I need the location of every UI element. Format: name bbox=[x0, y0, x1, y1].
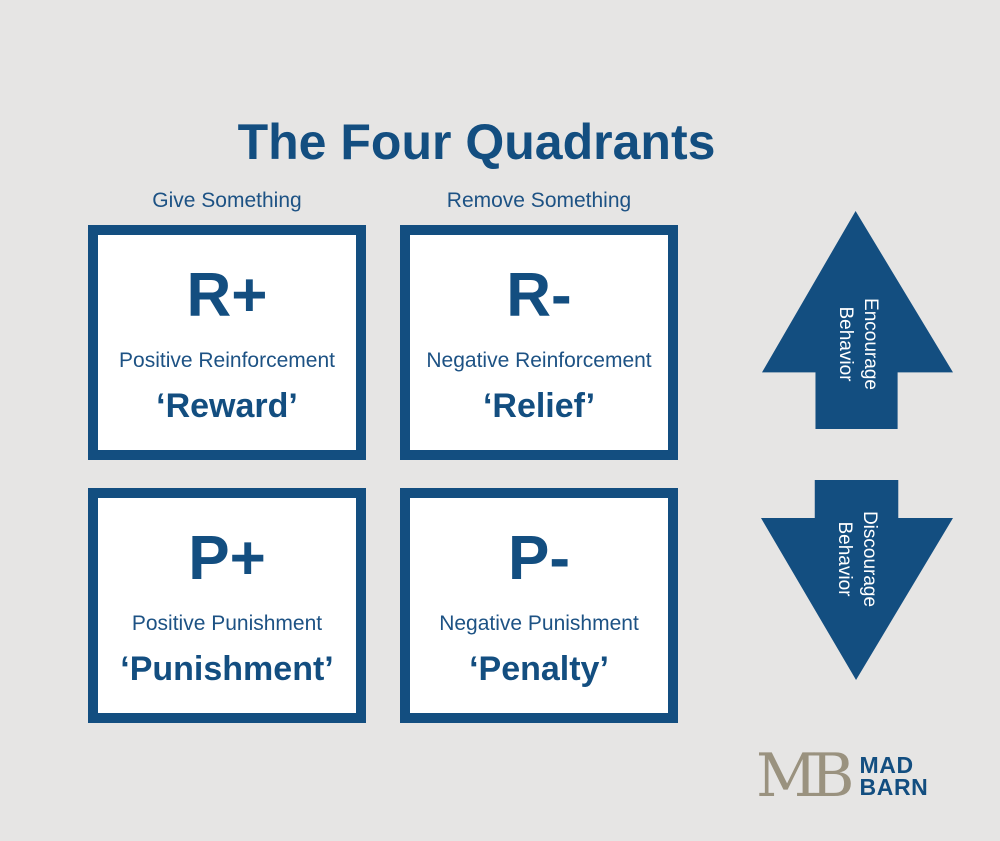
encourage-behavior-up-arrow-icon: Encourage Behavior bbox=[762, 211, 953, 429]
discourage-behavior-down-arrow-icon: Discourage Behavior bbox=[761, 480, 953, 680]
column-header-remove-something: Remove Something bbox=[446, 189, 632, 212]
quadrant-name: Negative Punishment bbox=[439, 612, 639, 635]
encourage-behavior-label: Encourage Behavior bbox=[833, 298, 883, 390]
discourage-behavior-label: Discourage Behavior bbox=[832, 511, 882, 607]
quadrant-symbol-r-minus: R- bbox=[506, 261, 572, 330]
quadrant-negative-reinforcement: R- Negative Reinforcement ‘Relief’ bbox=[400, 225, 678, 460]
quadrant-nickname: ‘Penalty’ bbox=[469, 650, 609, 688]
madbarn-wordmark-line1: MAD bbox=[859, 752, 914, 778]
madbarn-logo: MB MAD BARN bbox=[756, 741, 929, 811]
quadrant-symbol-r-plus: R+ bbox=[186, 261, 268, 330]
madbarn-wordmark: MAD BARN bbox=[860, 750, 929, 798]
quadrant-nickname: ‘Punishment’ bbox=[120, 650, 334, 688]
arrow-label-line2: Behavior bbox=[834, 521, 855, 597]
quadrant-negative-punishment: P- Negative Punishment ‘Penalty’ bbox=[400, 488, 678, 723]
quadrant-name: Negative Reinforcement bbox=[426, 349, 652, 372]
column-header-give-something: Give Something bbox=[152, 189, 302, 212]
quadrant-name: Positive Reinforcement bbox=[119, 349, 335, 372]
quadrant-positive-punishment: P+ Positive Punishment ‘Punishment’ bbox=[88, 488, 366, 723]
arrow-label-line2: Behavior bbox=[834, 306, 856, 382]
quadrant-symbol-p-plus: P+ bbox=[188, 524, 266, 593]
arrow-label-line1: Discourage bbox=[859, 510, 880, 608]
quadrant-name: Positive Punishment bbox=[131, 612, 323, 635]
madbarn-wordmark-line2: BARN bbox=[859, 773, 929, 800]
quadrant-symbol-p-minus: P- bbox=[508, 524, 570, 593]
quadrant-nickname: ‘Relief’ bbox=[482, 387, 596, 425]
quadrant-nickname: ‘Reward’ bbox=[156, 387, 298, 425]
page-title: The Four Quadrants bbox=[237, 113, 716, 170]
madbarn-monogram: MB bbox=[756, 741, 854, 811]
quadrant-positive-reinforcement: R+ Positive Reinforcement ‘Reward’ bbox=[88, 225, 366, 460]
arrow-label-line1: Encourage bbox=[859, 298, 881, 390]
